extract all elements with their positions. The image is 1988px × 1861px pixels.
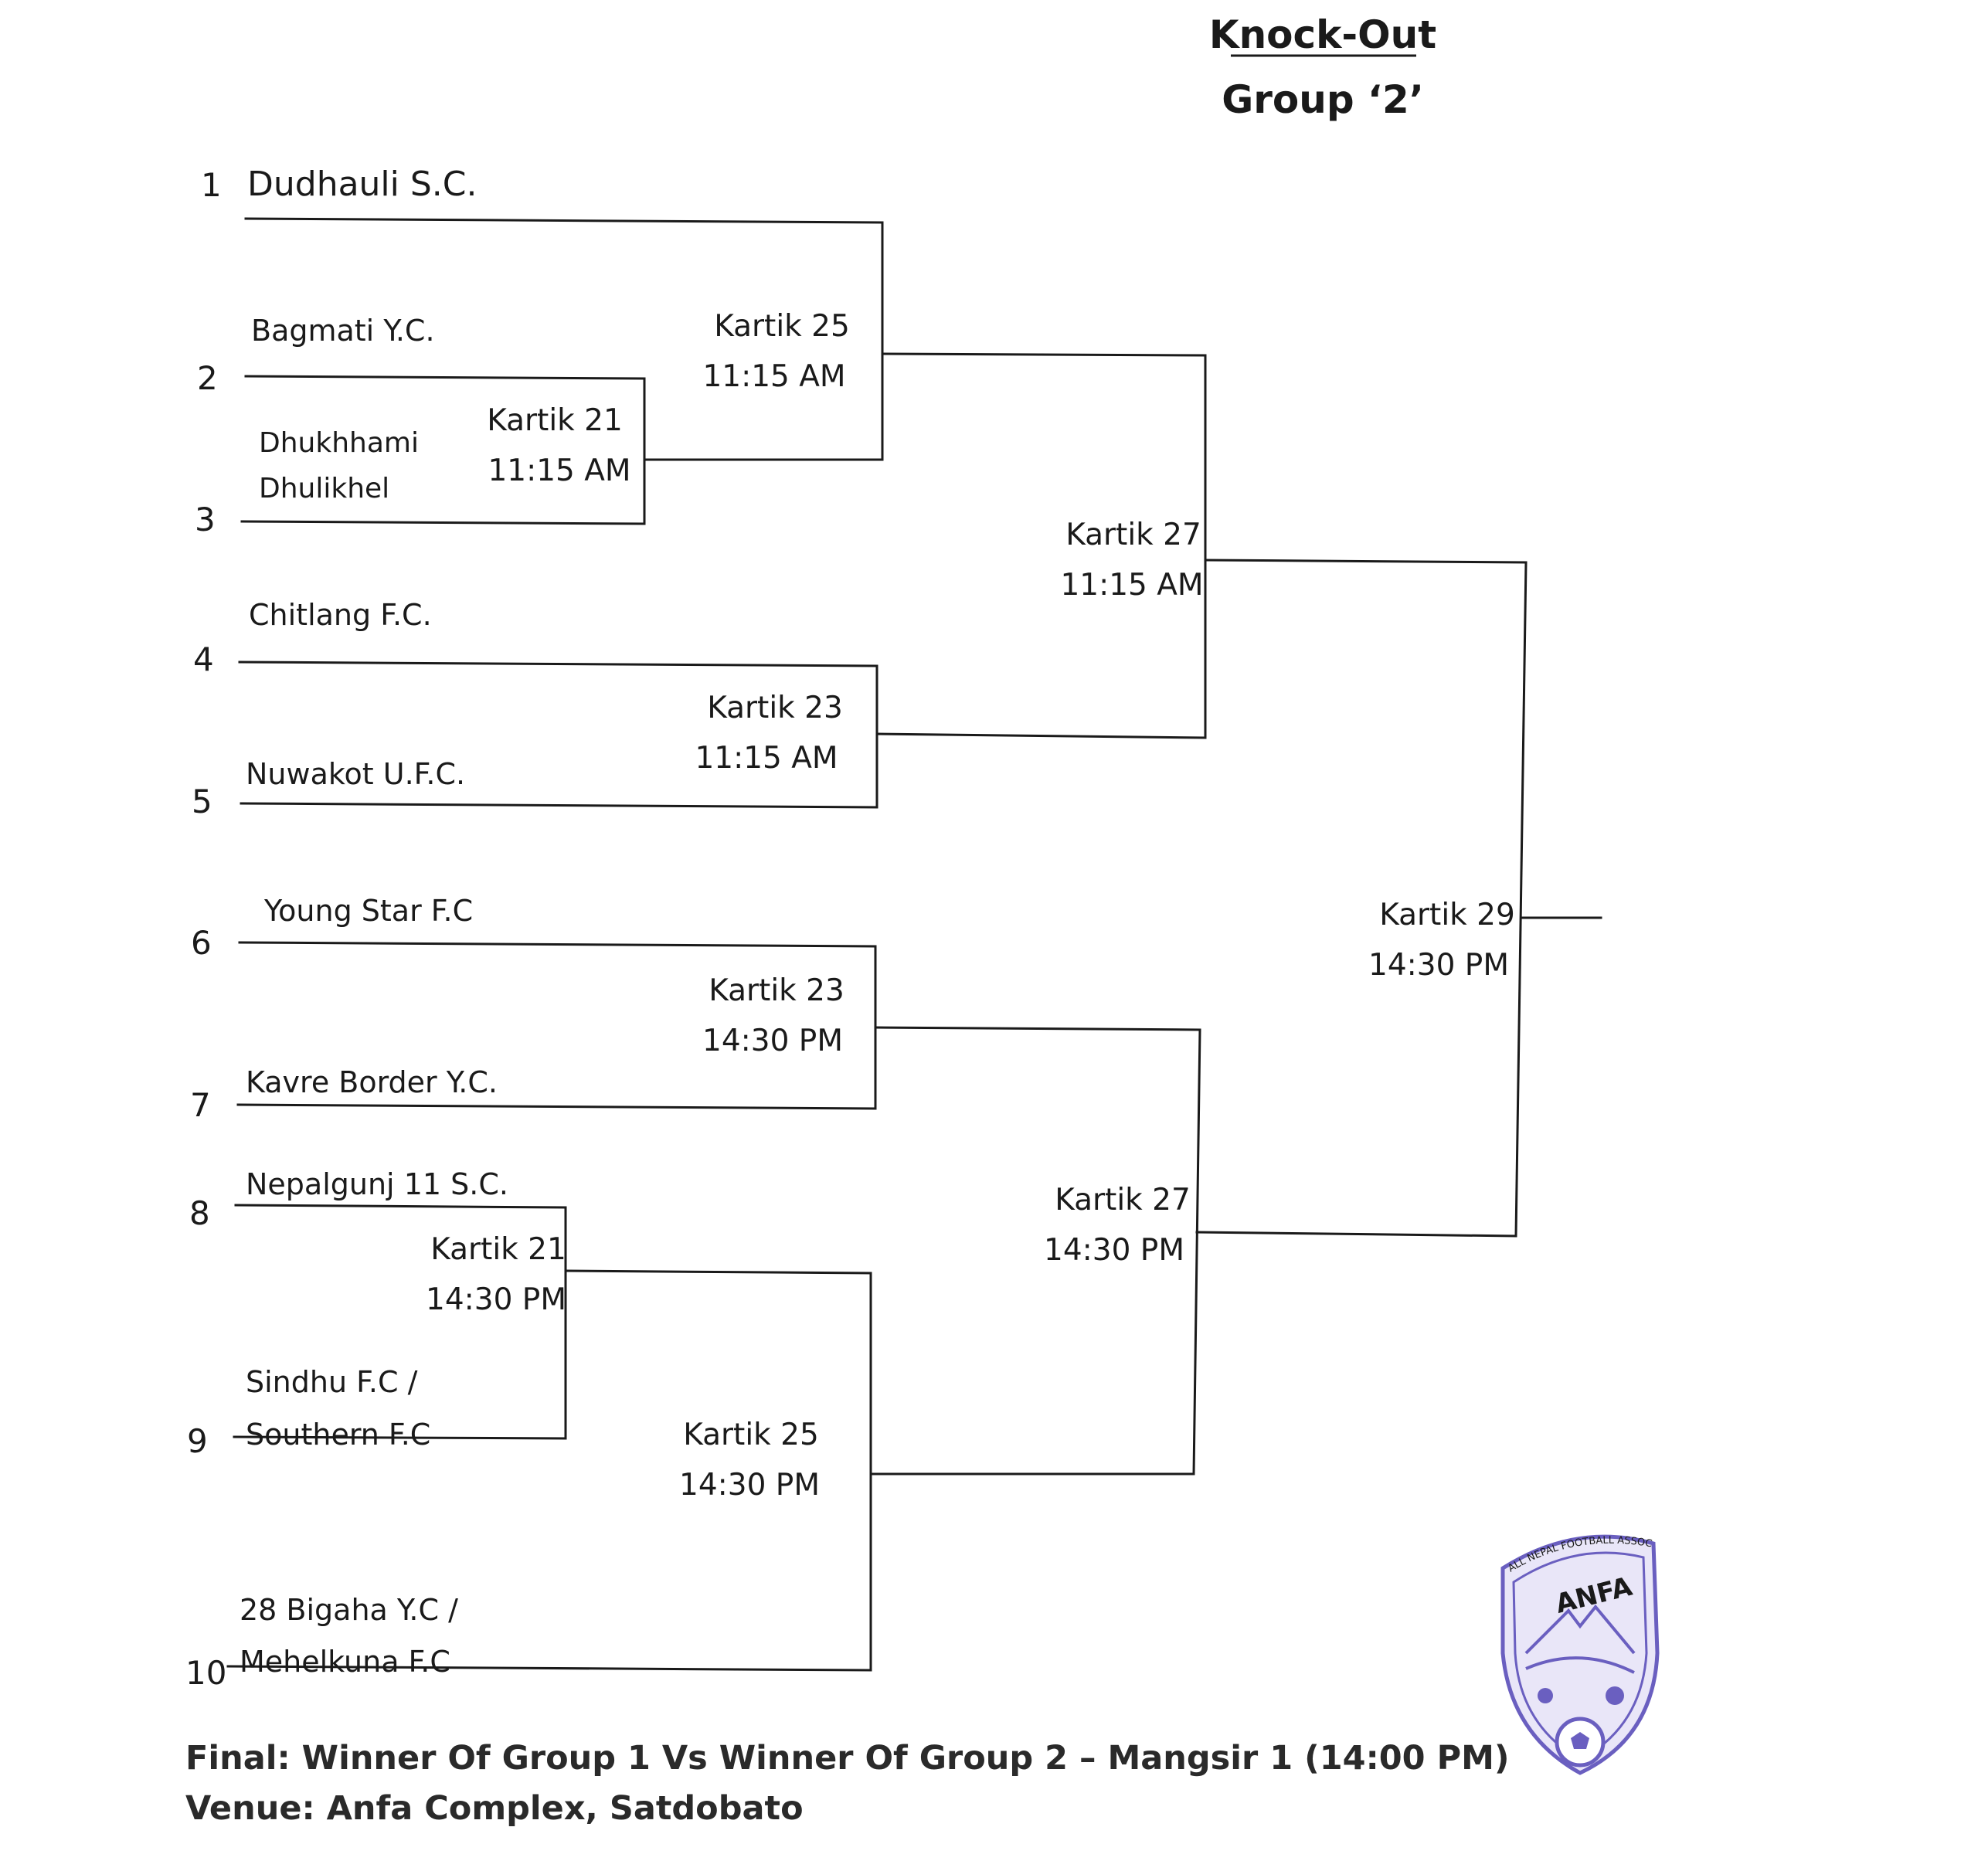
seed-10: 10 <box>185 1654 226 1692</box>
match-kartik25-am-date: Kartik 25 <box>714 309 850 344</box>
match-kartik27-pm-date: Kartik 27 <box>1055 1183 1191 1217</box>
match-kartik23-pm-time: 14:30 PM <box>702 1024 843 1058</box>
bracket-subtitle: Group ‘2’ <box>1222 77 1424 122</box>
seed-1: 1 <box>201 166 222 204</box>
match-kartik23-am-time: 11:15 AM <box>695 741 838 776</box>
team-9-name-line1: Sindhu F.C / <box>246 1365 418 1399</box>
match-kartik29-date: Kartik 29 <box>1379 898 1515 932</box>
match-kartik25-am-time: 11:15 AM <box>702 359 845 394</box>
match-kartik21-am-date: Kartik 21 <box>487 403 623 438</box>
match-kartik27-am-date: Kartik 27 <box>1065 518 1201 552</box>
seed-2: 2 <box>197 359 218 397</box>
team-1-name: Dudhauli S.C. <box>247 165 477 204</box>
match-kartik21-pm-time: 14:30 PM <box>426 1282 566 1317</box>
match-kartik21-am-time: 11:15 AM <box>488 453 630 488</box>
seed-9: 9 <box>187 1422 208 1460</box>
seed-5: 5 <box>192 783 212 820</box>
seed-7: 7 <box>190 1086 211 1124</box>
team-3-name-line2: Dhulikhel <box>259 473 389 504</box>
match-kartik29-time: 14:30 PM <box>1368 948 1509 983</box>
match-kartik25-pm-date: Kartik 25 <box>683 1418 819 1452</box>
match-kartik25-pm-time: 14:30 PM <box>679 1468 820 1503</box>
match-kartik21-pm-date: Kartik 21 <box>430 1232 566 1267</box>
venue-info: Venue: Anfa Complex, Satdobato <box>185 1789 804 1828</box>
team-9-name-line2: Southern F.C <box>246 1418 430 1452</box>
seed-6: 6 <box>191 924 212 962</box>
team-10-name-line1: 28 Bigaha Y.C / <box>240 1593 458 1627</box>
match-kartik27-pm-time: 14:30 PM <box>1044 1233 1184 1268</box>
match-kartik23-am-date: Kartik 23 <box>707 691 843 725</box>
team-5-name: Nuwakot U.F.C. <box>246 757 465 791</box>
seed-4: 4 <box>193 640 214 678</box>
bracket-lines <box>226 217 1602 1672</box>
team-3-name-line1: Dhukhhami <box>259 427 419 459</box>
team-6-name: Young Star F.C <box>263 894 473 928</box>
seed-3: 3 <box>195 501 216 538</box>
team-10-name-line2: Mehelkuna F.C <box>240 1645 450 1679</box>
bracket-title: Knock-Out <box>1209 12 1436 57</box>
team-8-name: Nepalgunj 11 S.C. <box>246 1167 508 1201</box>
final-info: Final: Winner Of Group 1 Vs Winner Of Gr… <box>185 1739 1510 1778</box>
team-4-name: Chitlang F.C. <box>249 598 432 632</box>
match-kartik23-pm-date: Kartik 23 <box>709 973 844 1008</box>
seed-8: 8 <box>189 1194 210 1232</box>
team-7-name: Kavre Border Y.C. <box>246 1065 498 1099</box>
match-kartik27-am-time: 11:15 AM <box>1060 568 1203 603</box>
anfa-stamp-logo: ALL NEPAL FOOTBALL ASSOCIATION ANFA <box>1499 1529 1660 1775</box>
team-2-name: Bagmati Y.C. <box>251 314 435 348</box>
